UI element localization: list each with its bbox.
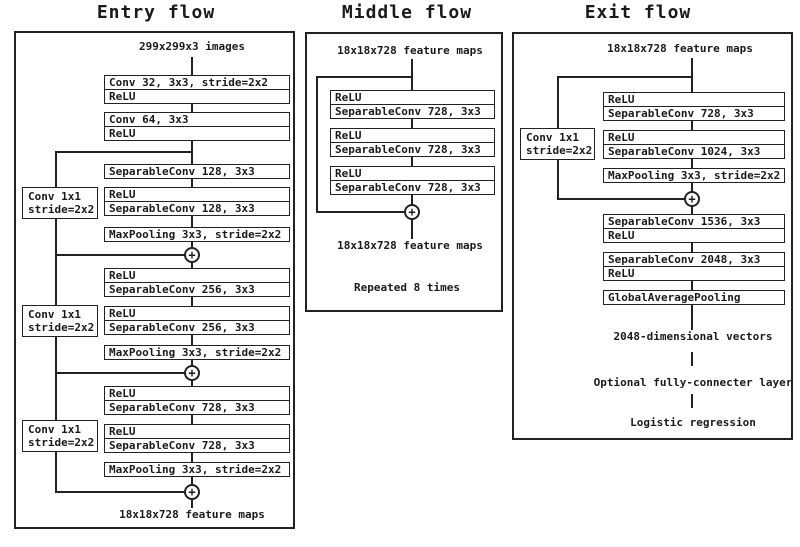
layer-row: ReLU xyxy=(604,131,784,145)
layer-box-sepconv728-a: ReLU SeparableConv 728, 3x3 xyxy=(104,386,290,415)
layer-box-exit-maxpool: MaxPooling 3x3, stride=2x2 xyxy=(603,168,785,183)
exit-tail-connector-2 xyxy=(691,394,693,408)
layer-box-maxpool-1: MaxPooling 3x3, stride=2x2 xyxy=(104,227,290,242)
entry-residual-merge-line-2 xyxy=(55,372,192,374)
layer-row: SeparableConv 128, 3x3 xyxy=(109,165,255,178)
layer-row: stride=2x2 xyxy=(526,144,593,157)
layer-row: ReLU xyxy=(105,307,289,321)
layer-row: ReLU xyxy=(604,93,784,107)
exit-flow-panel xyxy=(512,32,793,440)
layer-row: stride=2x2 xyxy=(28,203,95,216)
layer-box-conv32: Conv 32, 3x3, stride=2x2 ReLU xyxy=(104,75,290,104)
layer-row: GlobalAveragePooling xyxy=(608,291,741,304)
layer-row: ReLU xyxy=(331,91,494,105)
layer-box-maxpool-2: MaxPooling 3x3, stride=2x2 xyxy=(104,345,290,360)
plus-merge-icon: + xyxy=(684,191,700,207)
residual-conv1x1-box-3: Conv 1x1 stride=2x2 xyxy=(22,420,98,452)
exit-residual-branch-line xyxy=(557,76,692,78)
layer-row: MaxPooling 3x3, stride=2x2 xyxy=(608,169,781,182)
layer-row: MaxPooling 3x3, stride=2x2 xyxy=(109,463,282,476)
layer-box-exit-gap: GlobalAveragePooling xyxy=(603,290,785,305)
layer-box-mid-sepconv728-1: ReLU SeparableConv 728, 3x3 xyxy=(330,90,495,119)
exit-flow-title: Exit flow xyxy=(584,2,692,23)
layer-row: SeparableConv 728, 3x3 xyxy=(335,105,481,118)
middle-flow-panel xyxy=(305,32,503,312)
layer-row: SeparableConv 728, 3x3 xyxy=(109,439,255,452)
layer-row: Conv 32, 3x3, stride=2x2 xyxy=(105,76,289,90)
layer-row: Conv 64, 3x3 xyxy=(105,113,289,127)
layer-box-exit-sepconv728: ReLU SeparableConv 728, 3x3 xyxy=(603,92,785,121)
layer-row: SeparableConv 728, 3x3 xyxy=(335,143,481,156)
middle-residual-branch-line xyxy=(316,76,412,78)
layer-box-exit-sepconv1024: ReLU SeparableConv 1024, 3x3 xyxy=(603,130,785,159)
residual-conv1x1-box-1: Conv 1x1 stride=2x2 xyxy=(22,187,98,219)
layer-box-mid-sepconv728-2: ReLU SeparableConv 728, 3x3 xyxy=(330,128,495,157)
entry-residual-merge-line-1 xyxy=(55,254,192,256)
entry-input-label: 299x299x3 images xyxy=(139,40,245,53)
residual-conv1x1-box-2: Conv 1x1 stride=2x2 xyxy=(22,305,98,337)
layer-box-sepconv256-b: ReLU SeparableConv 256, 3x3 xyxy=(104,306,290,335)
layer-row: SeparableConv 728, 3x3 xyxy=(335,181,481,194)
layer-row: stride=2x2 xyxy=(28,436,95,449)
exit-input-label: 18x18x728 feature maps xyxy=(607,42,753,55)
layer-box-mid-sepconv728-3: ReLU SeparableConv 728, 3x3 xyxy=(330,166,495,195)
layer-box-exit-sepconv1536: SeparableConv 1536, 3x3 ReLU xyxy=(603,214,785,243)
layer-row: ReLU xyxy=(331,167,494,181)
middle-residual-rail-line xyxy=(316,76,318,213)
layer-box-conv64: Conv 64, 3x3 ReLU xyxy=(104,112,290,141)
exit-tail-connector-1 xyxy=(691,352,693,366)
middle-repeat-note: Repeated 8 times xyxy=(354,281,460,294)
layer-row: SeparableConv 256, 3x3 xyxy=(109,321,255,334)
entry-residual-branch-line xyxy=(55,151,192,153)
entry-flow-panel xyxy=(14,31,295,529)
layer-row: Conv 1x1 xyxy=(28,308,81,321)
layer-row: SeparableConv 728, 3x3 xyxy=(608,107,754,120)
entry-residual-merge-line-3 xyxy=(55,491,192,493)
layer-row: ReLU xyxy=(109,127,136,140)
layer-row: MaxPooling 3x3, stride=2x2 xyxy=(109,228,282,241)
exit-vectors-label: 2048-dimensional vectors xyxy=(613,330,773,343)
layer-box-exit-sepconv2048: SeparableConv 2048, 3x3 ReLU xyxy=(603,252,785,281)
middle-output-label: 18x18x728 feature maps xyxy=(337,239,483,252)
layer-row: MaxPooling 3x3, stride=2x2 xyxy=(109,346,282,359)
residual-conv1x1-box-exit: Conv 1x1 stride=2x2 xyxy=(520,128,595,160)
layer-row: SeparableConv 1024, 3x3 xyxy=(608,145,761,158)
layer-row: ReLU xyxy=(331,129,494,143)
layer-box-sepconv256-a: ReLU SeparableConv 256, 3x3 xyxy=(104,268,290,297)
layer-box-maxpool-3: MaxPooling 3x3, stride=2x2 xyxy=(104,462,290,477)
exit-logistic-regression-label: Logistic regression xyxy=(630,416,756,429)
plus-merge-icon: + xyxy=(184,484,200,500)
layer-row: SeparableConv 256, 3x3 xyxy=(109,283,255,296)
plus-merge-icon: + xyxy=(404,204,420,220)
layer-row: SeparableConv 2048, 3x3 xyxy=(604,253,784,267)
plus-merge-icon: + xyxy=(184,365,200,381)
layer-row: SeparableConv 728, 3x3 xyxy=(109,401,255,414)
exit-fully-connected-label: Optional fully-connecter layer xyxy=(593,376,793,389)
layer-row: SeparableConv 128, 3x3 xyxy=(109,202,255,215)
layer-row: ReLU xyxy=(105,188,289,202)
layer-box-sepconv128-a: SeparableConv 128, 3x3 xyxy=(104,164,290,179)
layer-row: ReLU xyxy=(109,90,136,103)
layer-box-sepconv728-b: ReLU SeparableConv 728, 3x3 xyxy=(104,424,290,453)
layer-row: ReLU xyxy=(608,229,635,242)
layer-row: ReLU xyxy=(105,387,289,401)
layer-row: ReLU xyxy=(105,425,289,439)
layer-row: stride=2x2 xyxy=(28,321,95,334)
layer-row: Conv 1x1 xyxy=(28,190,81,203)
layer-row: ReLU xyxy=(608,267,635,280)
layer-row: Conv 1x1 xyxy=(526,131,579,144)
layer-row: Conv 1x1 xyxy=(28,423,81,436)
layer-row: SeparableConv 1536, 3x3 xyxy=(604,215,784,229)
layer-box-sepconv128-b: ReLU SeparableConv 128, 3x3 xyxy=(104,187,290,216)
entry-output-label: 18x18x728 feature maps xyxy=(119,508,265,521)
entry-flow-title: Entry flow xyxy=(96,2,216,23)
plus-merge-icon: + xyxy=(184,247,200,263)
exit-residual-merge-line xyxy=(557,198,692,200)
middle-residual-merge-line xyxy=(316,211,412,213)
middle-flow-title: Middle flow xyxy=(341,2,473,23)
layer-row: ReLU xyxy=(105,269,289,283)
middle-input-label: 18x18x728 feature maps xyxy=(337,44,483,57)
